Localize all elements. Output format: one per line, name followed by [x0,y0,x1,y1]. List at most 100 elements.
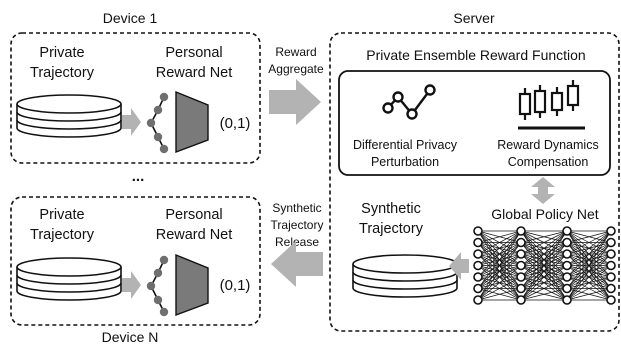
server-small-arrow [449,252,469,280]
policy-net-node [473,237,483,248]
policy-net-node [562,283,572,294]
bidirectional-arrow [531,177,555,204]
policy-net-edge [566,230,612,289]
policy-net-node [473,295,483,305]
global-policy-net-label: Global Policy Net [491,206,598,222]
policy-net-edge [520,230,568,278]
policy-net-node [473,272,483,282]
synthetic-release-label-line3: Release [275,235,319,249]
policy-net-node [606,272,616,282]
policy-net-node [562,295,572,305]
policy-net-edge [520,230,568,266]
device-bottom-private-trajectory-line2: Trajectory [30,227,95,243]
policy-net-edge [477,276,522,301]
device-top-personal-reward-net-line1: Personal [165,45,222,61]
ensemble-title: Private Ensemble Reward Function [366,47,585,63]
server-title: Server [453,10,495,26]
policy-net-edge [520,230,568,301]
policy-net-edge [566,242,612,301]
policy-net-node [473,249,483,259]
policy-net-edge [566,276,612,301]
policy-net-edge [477,230,522,255]
reward-aggregate-label-line2: Aggregate [268,62,324,76]
policy-net-node [473,283,483,294]
synthetic-trajectory-database-icon [352,254,458,298]
synthetic-trajectory-line2: Trajectory [359,221,424,237]
policy-net-node [562,237,572,248]
reward-aggregate-arrow [269,79,321,125]
policy-net-edge [477,230,522,243]
reward-aggregate-label-line1: Reward [275,45,316,59]
policy-net-edge [520,288,568,301]
policy-net-edge [477,288,522,301]
policy-net-edge [566,253,612,301]
policy-net-edge [520,276,568,301]
policy-net-node [562,272,572,282]
policy-net-edge [477,230,522,301]
policy-net-edge [566,230,612,243]
dp-label-line1: Differential Privacy [353,138,458,152]
policy-net-node [606,260,616,271]
policy-net-edge [520,230,568,255]
device-bottom-box [10,196,261,326]
policy-net-node [606,283,616,294]
rdc-label-line1: Reward Dynamics [497,138,598,152]
device-top-private-trajectory-line2: Trajectory [30,65,95,81]
device-top-reward-net-icon [175,90,209,154]
ensemble-box [338,70,611,176]
policy-net-edge [477,265,522,301]
device-bottom-node-chain-icon [146,255,169,318]
differential-privacy-icon [382,84,436,120]
policy-net-node [606,226,616,236]
policy-net-node [473,260,483,271]
device-bottom-output-label: (0,1) [220,277,251,294]
policy-net-node [606,295,616,305]
policy-net-edge [566,230,612,266]
policy-net-edge [477,242,522,301]
policy-net-node [516,226,526,236]
policy-net-node [516,260,526,271]
device-bottom-personal-reward-net-line2: Reward Net [156,227,233,243]
policy-net-edge [566,230,612,278]
policy-net-node [516,249,526,259]
policy-net-edge [520,242,568,301]
device-top-node-chain-icon [146,92,169,154]
synthetic-trajectory-line1: Synthetic [361,201,421,217]
rdc-label-line2: Compensation [508,155,589,169]
dp-label-line2: Perturbation [371,155,439,169]
policy-net-edge [520,230,568,243]
policy-net-node [562,249,572,259]
policy-net-node [516,295,526,305]
policy-net-node [516,283,526,294]
policy-net-edge [566,230,612,255]
policy-net-edge [477,230,522,266]
reward-dynamics-candlestick-icon [518,80,585,130]
device-bottom-private-trajectory-line1: Private [39,207,84,223]
policy-net-node [562,226,572,236]
policy-net-edge [520,265,568,301]
policy-net-edge [520,230,568,289]
policy-net-edge [477,230,522,289]
policy-net-node [516,237,526,248]
policy-net-node [606,249,616,259]
device-top-personal-reward-net-line2: Reward Net [156,65,233,81]
device-bottom-database-icon [16,257,122,301]
policy-net-node [516,272,526,282]
synthetic-release-label-line2: Trajectory [271,218,324,232]
policy-net-edge [477,253,522,301]
policy-net-edge [477,230,522,278]
device-top-database-icon [16,94,122,138]
device-top-box [10,32,261,164]
device-top-title: Device 1 [103,10,158,26]
ellipsis: ... [132,168,145,185]
device-bottom-title: Device N [102,329,159,345]
device-bottom-reward-net-icon [175,253,209,317]
synthetic-release-arrow [271,241,323,287]
policy-net-edge [520,253,568,301]
policy-net-node [473,226,483,236]
device-bottom-personal-reward-net-line1: Personal [165,207,222,223]
server-box [329,32,620,332]
device-bottom-small-arrow [122,271,141,299]
synthetic-release-label-line1: Synthetic [272,201,321,215]
